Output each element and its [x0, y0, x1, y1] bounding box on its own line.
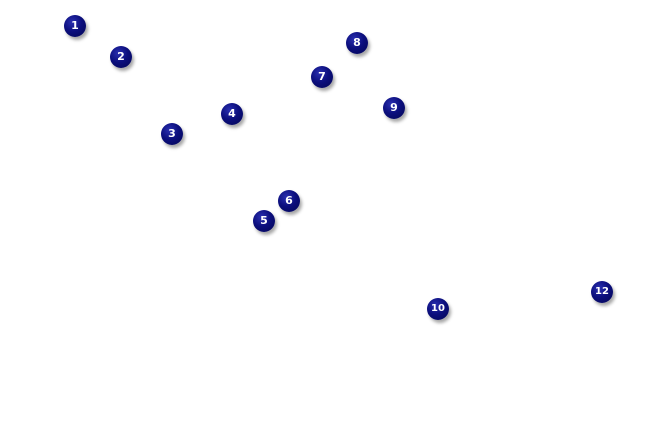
marker-1[interactable]: 1 — [64, 15, 86, 37]
marker-5[interactable]: 5 — [253, 210, 275, 232]
marker-8[interactable]: 8 — [346, 32, 368, 54]
marker-7[interactable]: 7 — [311, 66, 333, 88]
marker-10[interactable]: 10 — [427, 298, 449, 320]
marker-9[interactable]: 9 — [383, 97, 405, 119]
marker-3[interactable]: 3 — [161, 123, 183, 145]
marker-6[interactable]: 6 — [278, 190, 300, 212]
marker-12[interactable]: 12 — [591, 281, 613, 303]
marker-2[interactable]: 2 — [110, 46, 132, 68]
marker-4[interactable]: 4 — [221, 103, 243, 125]
